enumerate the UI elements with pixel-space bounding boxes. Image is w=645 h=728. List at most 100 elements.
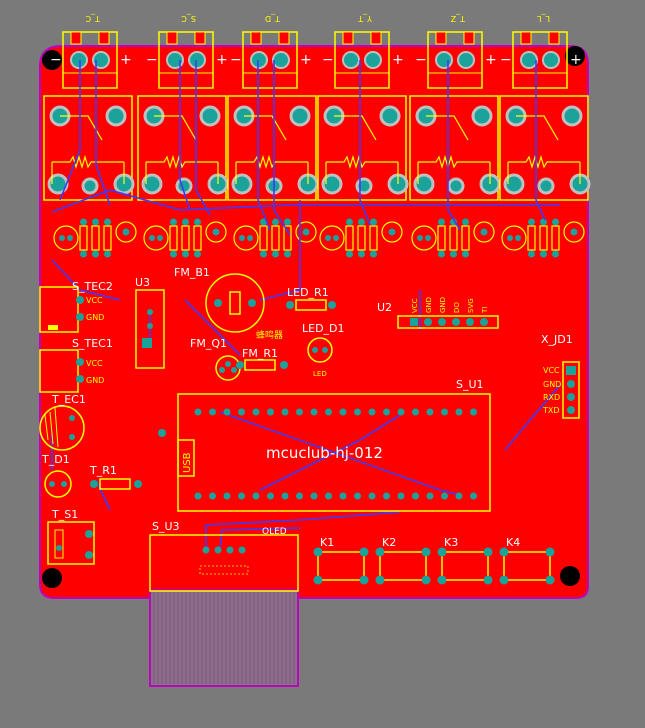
connector-label: Y_T	[358, 14, 373, 23]
relay-row	[43, 95, 591, 201]
led-r1-label: LED_R1	[287, 286, 329, 299]
screw-terminal: Y_T−+	[322, 14, 404, 89]
driver-block	[143, 218, 227, 258]
u2-pin-label: SVG	[467, 298, 475, 313]
mcu-pin-bottom	[296, 492, 303, 500]
plus-mark: +	[570, 52, 582, 68]
fm-q1-transistor: FM_Q1	[190, 337, 241, 381]
plus-mark: +	[485, 52, 497, 68]
led-d1: LED_D1 LED	[302, 322, 345, 378]
mcu-pin-bottom	[339, 492, 347, 500]
mcu-pin-top	[339, 408, 347, 416]
minus-mark: −	[322, 52, 334, 68]
tact-switch-label: K2	[382, 536, 396, 549]
driver-component-row	[53, 218, 585, 258]
u2-pin	[452, 318, 460, 326]
mcu-pin-bottom	[397, 492, 405, 500]
screw-terminal: T_D − +	[230, 14, 312, 89]
x-jd1-label: X_JD1	[541, 333, 573, 346]
u3-module: U3	[135, 276, 165, 369]
led-r1-resistor: LED_R1	[286, 286, 336, 311]
mcu-pin-bottom	[470, 492, 477, 500]
mcu-pin-bottom	[426, 492, 434, 500]
connector-label: L_L	[537, 14, 550, 23]
s-tec2-vcc: VCC	[86, 296, 103, 305]
oled-flex-cable	[149, 589, 299, 687]
fm-b1-label: FM_B1	[174, 266, 210, 279]
plus-mark: +	[120, 52, 132, 68]
x-jd1-rxd: RXD	[543, 393, 560, 402]
connector-label: S_C	[181, 14, 196, 23]
mcu-pin-bottom	[325, 492, 332, 500]
mcu-pin-top	[426, 408, 434, 416]
mcu-pin-top	[223, 408, 231, 416]
mcu-pin-top	[455, 408, 463, 416]
t-r1-resistor: T_R1	[89, 464, 142, 490]
t-s1-label: T_S1	[51, 508, 78, 521]
tact-switch-row: K1 K2 K3 K4	[313, 536, 555, 585]
u2-pin	[424, 318, 432, 326]
usb-label: USB	[182, 452, 193, 473]
minus-mark: −	[146, 52, 158, 68]
mcu-pin-top	[194, 408, 202, 416]
mcu-pin-top	[368, 408, 376, 416]
mcu-pin-top	[238, 408, 245, 416]
driver-block	[233, 218, 317, 258]
oled-label: OLED	[262, 527, 287, 537]
mcu-pin-bottom	[267, 492, 274, 500]
mcu-pin-bottom	[412, 492, 419, 500]
tact-switch-label: K4	[506, 536, 520, 549]
minus-mark: −	[230, 52, 242, 68]
mcu-pin-bottom	[368, 492, 376, 500]
mcu-pin-top	[209, 408, 216, 416]
t-d1-diode: T_D1	[41, 453, 72, 498]
led-silk-label: LED	[313, 370, 327, 378]
tact-switch: K2	[375, 536, 431, 585]
t-ec1-label: T_EC1	[51, 393, 86, 406]
s-u1-mcu-module: S_U1 mcuclub-hj-012 USB	[158, 378, 491, 512]
u3-label: U3	[135, 276, 150, 289]
mcu-pin-top	[296, 408, 303, 416]
relay	[227, 95, 319, 201]
connector-label: T_D	[265, 14, 281, 23]
mcu-pin-top	[441, 408, 448, 416]
t-ec1-capacitor: T_EC1	[39, 393, 86, 451]
mcu-pin-bottom	[455, 492, 463, 500]
screw-terminal: L_L−+	[500, 14, 582, 89]
u2-pin-label: VCC	[411, 298, 419, 313]
s-u3-label: S_U3	[152, 520, 180, 533]
u2-pin	[480, 318, 488, 326]
screw-terminal: T_C−+	[50, 14, 132, 89]
plus-mark: +	[216, 52, 228, 68]
s-tec2-label: S_TEC2	[72, 280, 113, 293]
tact-switch-label: K3	[444, 536, 458, 549]
led-d1-label: LED_D1	[302, 322, 345, 335]
mcu-pin-top	[412, 408, 419, 416]
mcu-pin-bottom	[281, 492, 289, 500]
copper-traces	[51, 60, 561, 549]
x-jd1-vcc: VCC	[543, 366, 560, 375]
fm-b1-buzzer: FM_B1 蜂鸣器	[174, 266, 283, 341]
u2-pin-label: GND	[439, 297, 447, 313]
relay	[317, 95, 409, 201]
mcu-pin-top	[267, 408, 274, 416]
plus-mark: +	[300, 52, 312, 68]
mcu-pin-bottom	[252, 492, 260, 500]
driver-block	[53, 218, 137, 258]
x-jd1-gnd: GND	[543, 380, 561, 389]
s-tec1-vcc: VCC	[86, 359, 103, 368]
t-s1-switch: T_S1	[47, 508, 95, 565]
tact-switch-label: K1	[320, 536, 334, 549]
mcu-pin-top	[470, 408, 477, 416]
fm-r1-resistor: FM_R1	[236, 347, 288, 371]
mcu-pin-bottom	[354, 492, 361, 500]
mcu-pin-bottom	[383, 492, 390, 500]
minus-mark: −	[415, 52, 427, 68]
mcu-pin-bottom	[441, 492, 448, 500]
mounting-holes	[42, 46, 585, 588]
mcu-pin-top	[383, 408, 390, 416]
u2-pin	[438, 318, 446, 326]
